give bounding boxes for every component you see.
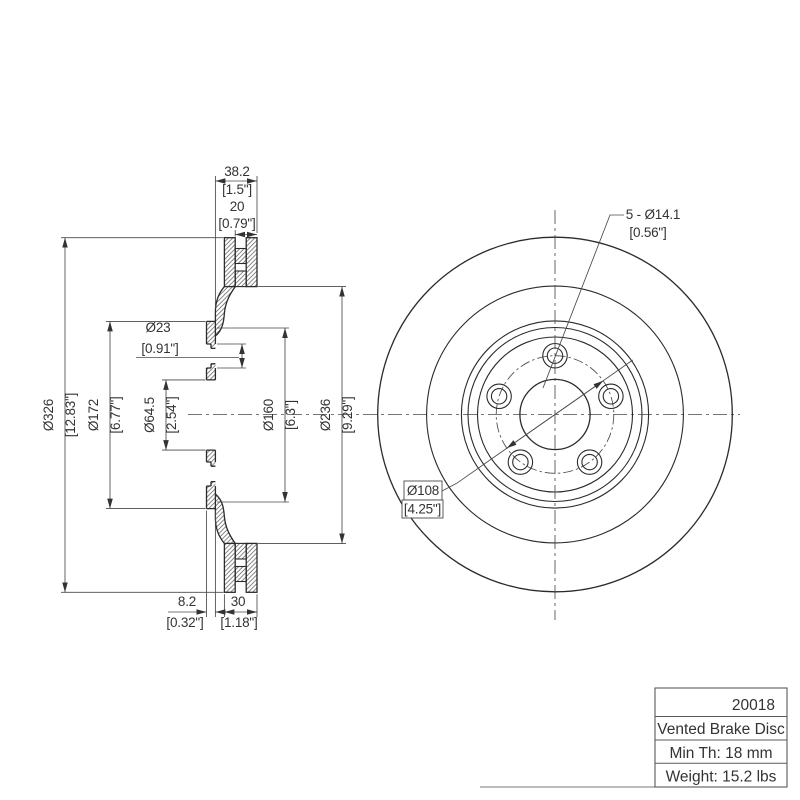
- title-block: 20018 Vented Brake Disc Min Th: 18 mm We…: [480, 687, 788, 788]
- bolt-circle-in-box: [401, 499, 444, 519]
- dim-boltholes-in: [0.56"]: [629, 225, 666, 240]
- title-block-border: [654, 687, 788, 788]
- dim-cheek-in: [0.79"]: [218, 216, 255, 231]
- dim-flange-od-in: [6.77"]: [108, 396, 123, 433]
- bolt-circle: [495, 355, 615, 474]
- dim-cheek-mm: 20: [230, 199, 245, 214]
- dim-hat-mm: Ø160: [261, 399, 276, 431]
- dim-inner-mm: Ø236: [318, 399, 333, 431]
- weight: Weight: 15.2 lbs: [666, 769, 777, 786]
- dim-hat-in: [6.3"]: [283, 400, 298, 430]
- dim-bore-mm: Ø64.5: [142, 397, 157, 433]
- dim-boltcircle-mm: Ø108: [407, 483, 439, 498]
- product-name: Vented Brake Disc: [657, 721, 785, 738]
- dim-rotor-th-mm: 30: [231, 594, 246, 609]
- dimension-labels: Ø326 [12.83"] Ø172 [6.77"] Ø64.5 [2.54"]…: [41, 164, 680, 630]
- dim-width-mm: 38.2: [224, 164, 249, 179]
- dim-lughole-mm: Ø23: [146, 320, 171, 335]
- front-view: [377, 210, 733, 620]
- min-thickness: Min Th: 18 mm: [669, 745, 772, 762]
- dim-lughole-in: [0.91"]: [141, 341, 178, 356]
- dim-bore-in: [2.54"]: [164, 396, 179, 433]
- dim-flange-th-in: [0.32"]: [166, 615, 203, 630]
- dim-flange-od-mm: Ø172: [86, 399, 101, 431]
- dim-inner-in: [9.29"]: [340, 396, 355, 433]
- dim-od-mm: Ø326: [41, 399, 56, 431]
- dim-flange-th-mm: 8.2: [178, 594, 196, 609]
- section-outlines: [205, 237, 258, 593]
- section-hatched-areas: [206, 237, 257, 593]
- dim-rotor-th-in: [1.18"]: [220, 615, 257, 630]
- section-view: [188, 237, 740, 593]
- bolt-circle-callout: Ø108 [4.25"]: [401, 480, 444, 519]
- hat-outer-wall-circle: [467, 326, 643, 503]
- dim-od-in: [12.83"]: [63, 393, 78, 437]
- dim-width-in: [1.5"]: [222, 182, 252, 197]
- dimension-lines: [61, 176, 634, 617]
- part-number: 20018: [732, 697, 775, 714]
- dim-boltholes-mm: 5 - Ø14.1: [626, 207, 680, 222]
- dim-boltcircle-in: [4.25"]: [404, 502, 441, 517]
